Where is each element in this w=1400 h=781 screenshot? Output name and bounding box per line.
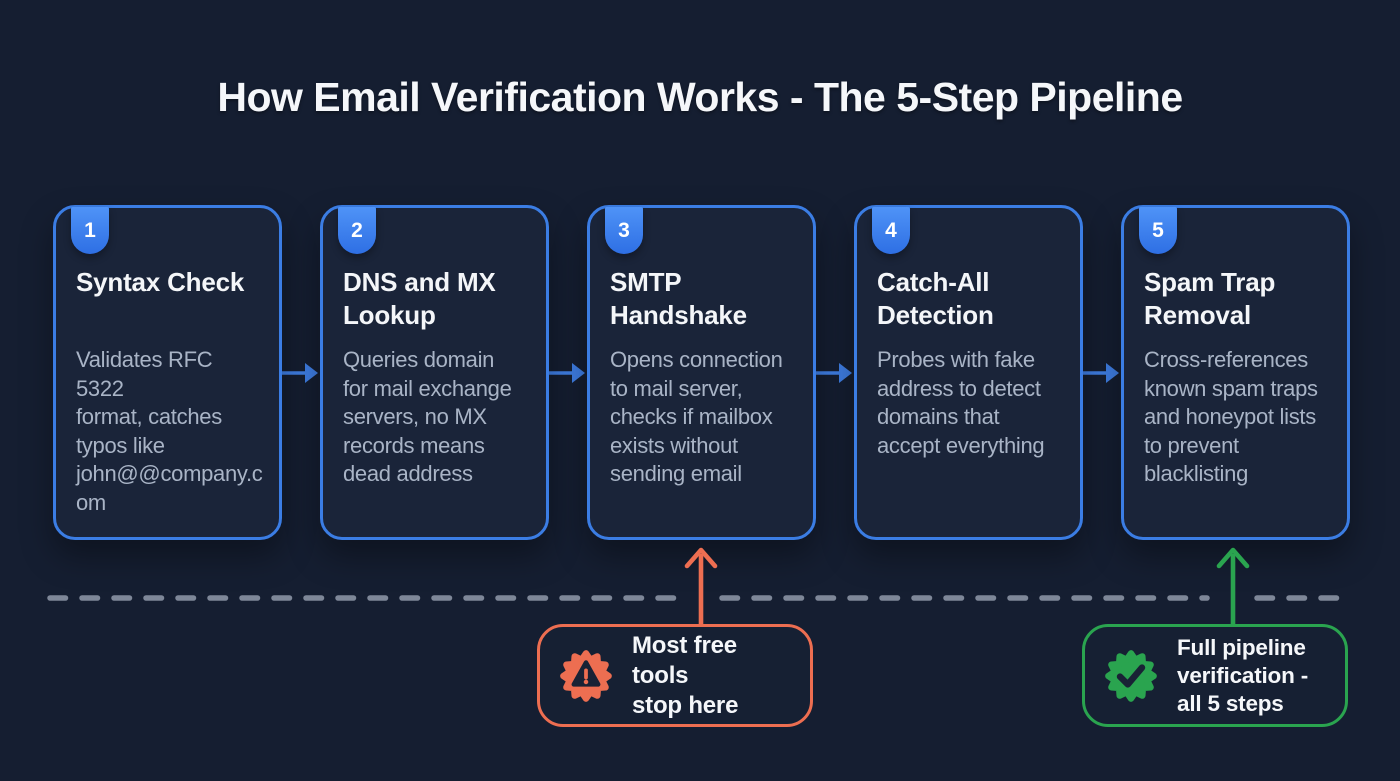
step-title: DNS and MX Lookup <box>343 267 496 330</box>
check-seal-icon <box>1105 649 1157 702</box>
warning-seal-icon <box>560 649 612 702</box>
step-number-badge: 5 <box>1139 207 1177 254</box>
step-card-4: 4 Catch-All Detection Probes with fake a… <box>854 205 1083 540</box>
step-title: Spam Trap Removal <box>1144 267 1276 330</box>
callout-full-pipeline: Full pipeline verification - all 5 steps <box>1082 624 1348 727</box>
arrow-right-icon <box>549 359 587 387</box>
arrow-right-icon <box>1083 359 1121 387</box>
page-title: How Email Verification Works - The 5-Ste… <box>217 74 1183 120</box>
step-description: Opens connection to mail server, checks … <box>610 347 783 486</box>
step-description: Validates RFC 5322 format, catches typos… <box>76 347 263 515</box>
up-arrow-orange-icon <box>684 547 718 626</box>
step-description: Cross-references known spam traps and ho… <box>1144 347 1318 486</box>
step-card-3: 3 SMTP Handshake Opens connection to mai… <box>587 205 816 540</box>
step-title: SMTP Handshake <box>610 267 747 330</box>
pipeline-divider-dashed-line <box>47 595 1351 601</box>
pipeline-cards-row: 1 Syntax Check Validates RFC 5322 format… <box>53 205 1350 540</box>
arrow-right-icon <box>816 359 854 387</box>
step-description: Probes with fake address to detect domai… <box>877 347 1045 458</box>
callout-free-tools: Most free tools stop here <box>537 624 813 727</box>
step-card-2: 2 DNS and MX Lookup Queries domain for m… <box>320 205 549 540</box>
step-number-badge: 1 <box>71 207 109 254</box>
step-number-badge: 3 <box>605 207 643 254</box>
step-card-5: 5 Spam Trap Removal Cross-references kno… <box>1121 205 1350 540</box>
arrow-right-icon <box>282 359 320 387</box>
step-title: Syntax Check <box>76 267 245 297</box>
up-arrow-green-icon <box>1216 547 1250 626</box>
step-number-badge: 4 <box>872 207 910 254</box>
step-number-badge: 2 <box>338 207 376 254</box>
step-card-1: 1 Syntax Check Validates RFC 5322 format… <box>53 205 282 540</box>
step-title: Catch-All Detection <box>877 267 994 330</box>
callout-text: Full pipeline verification - all 5 steps <box>1177 634 1308 716</box>
step-description: Queries domain for mail exchange servers… <box>343 347 512 486</box>
callout-text: Most free tools stop here <box>632 631 739 719</box>
